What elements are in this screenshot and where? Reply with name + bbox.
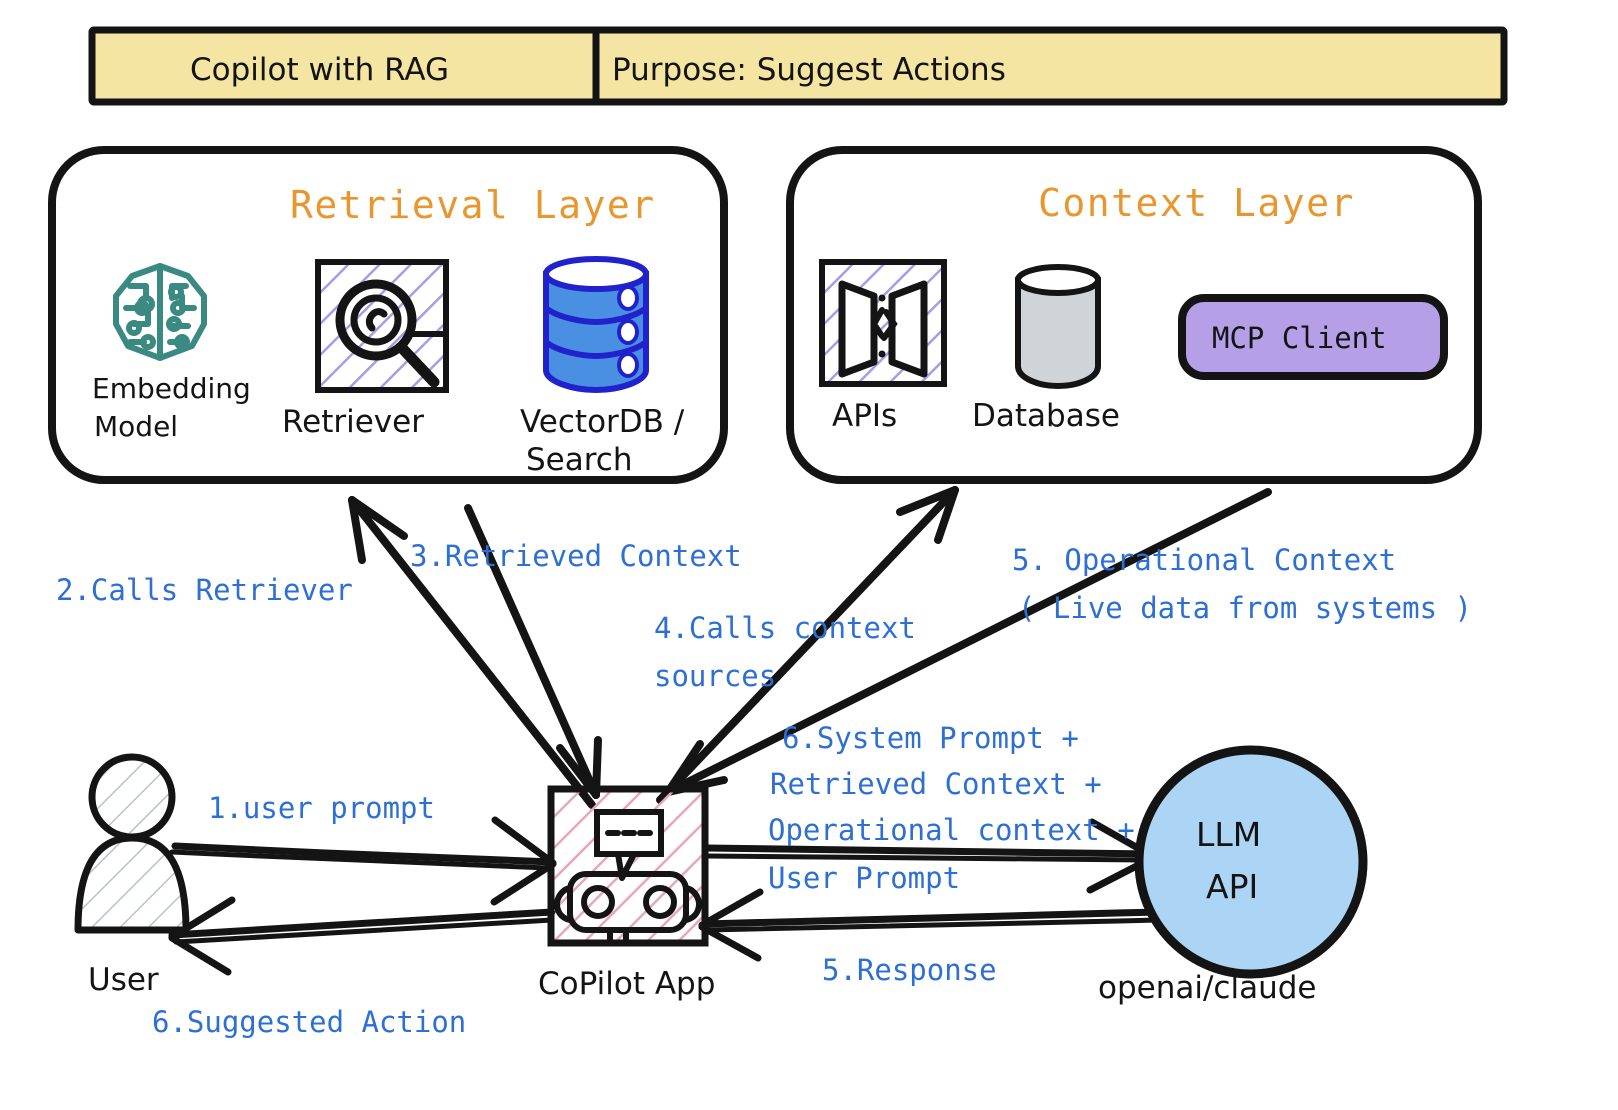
header-banner: Copilot with RAG Purpose: Suggest Action…	[88, 26, 1508, 106]
vectordb-label-line1: VectorDB /	[520, 404, 685, 440]
context-layer-title: Context Layer	[1038, 181, 1355, 225]
copilot-app-node[interactable]: CoPilot App	[538, 785, 715, 1002]
brain-circuit-icon	[113, 263, 207, 361]
database-node[interactable]: Database	[972, 264, 1120, 434]
cylinder-icon	[1015, 264, 1101, 390]
vectordb-node[interactable]: VectorDB / Search	[520, 256, 685, 478]
context-layer-panel: Context Layer APIs	[786, 146, 1482, 484]
flow-label-6-suggested-action: 6.Suggested Action	[152, 1005, 466, 1039]
flow-label-6a: 6.System Prompt +	[782, 721, 1079, 755]
retriever-node[interactable]: Retriever	[282, 259, 449, 440]
llm-api-node[interactable]: LLM API openai/claude	[1098, 745, 1368, 1006]
retrieval-layer-panel: Retrieval Layer	[48, 146, 728, 484]
flow-label-1: 1.user prompt	[208, 791, 435, 825]
flow-label-5-operational-b: ( Live data from systems )	[1018, 591, 1472, 625]
flow-label-2: 2.Calls Retriever	[56, 573, 353, 607]
embedding-model-node[interactable]: Embedding Model	[92, 263, 251, 443]
mcp-client-node[interactable]: MCP Client	[1178, 294, 1448, 380]
flow-label-6c: Operational context +	[768, 813, 1135, 847]
flow-label-4a: 4.Calls context	[654, 611, 916, 645]
copilot-app-label: CoPilot App	[538, 966, 715, 1002]
retrieval-layer-title: Retrieval Layer	[290, 183, 656, 227]
llm-label-line1: LLM	[1196, 815, 1261, 854]
robot-icon	[547, 785, 709, 947]
apis-node[interactable]: APIs	[819, 259, 947, 434]
flow-label-5-operational-a: 5. Operational Context	[1012, 543, 1396, 577]
database-stack-icon	[543, 256, 649, 394]
database-label: Database	[972, 398, 1120, 434]
flow-label-5-response: 5.Response	[822, 953, 997, 987]
user-label: User	[88, 962, 159, 998]
embedding-model-label-line1: Embedding	[92, 372, 251, 405]
llm-label-line2: API	[1206, 867, 1258, 906]
flow-label-3: 3.Retrieved Context	[410, 539, 742, 573]
vectordb-label-line2: Search	[526, 442, 633, 478]
magnifier-icon	[315, 259, 449, 393]
banner-left-label: Copilot with RAG	[190, 52, 449, 88]
user-actor[interactable]: User	[74, 753, 190, 998]
open-doors-icon	[819, 259, 947, 387]
banner-right-label: Purpose: Suggest Actions	[612, 52, 1006, 88]
flow-label-6d: User Prompt	[768, 861, 960, 895]
llm-caption: openai/claude	[1098, 970, 1316, 1006]
person-icon	[74, 753, 190, 934]
retriever-label: Retriever	[282, 404, 424, 440]
embedding-model-label-line2: Model	[94, 410, 178, 443]
flow-label-4b: sources	[654, 659, 776, 693]
flow-label-6b: Retrieved Context +	[770, 767, 1102, 801]
apis-label: APIs	[832, 398, 897, 434]
mcp-client-label: MCP Client	[1212, 321, 1387, 355]
